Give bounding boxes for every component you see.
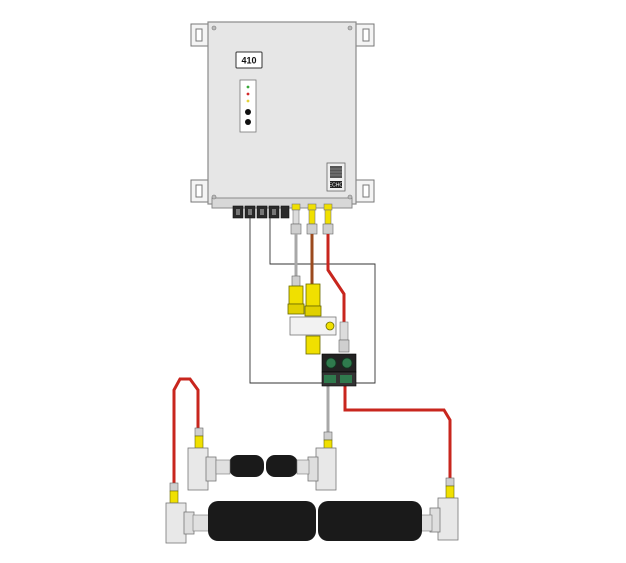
tube-red-lower [343,386,452,478]
button-icon[interactable] [245,119,251,125]
manifold-block [289,316,337,336]
tube-red-loop [172,377,200,483]
screw [211,25,217,31]
indicator-panel [239,79,257,133]
mounting-bracket-top-right [355,23,375,47]
box-fitting-left [290,203,302,235]
red-tube-fitting [338,321,350,353]
led-red-icon [246,92,250,96]
valve-indicator-icon [325,357,337,369]
box-fitting-right [322,203,334,235]
screw [347,194,353,200]
control-box: 410 ECHO [190,21,375,235]
signal-wires [249,218,376,384]
badge-label: ECHO [329,183,344,189]
large-sample-tube [165,477,459,544]
screw [347,25,353,31]
solenoid-valves [321,353,357,387]
led-yellow-icon [246,99,250,103]
small-sample-tube [187,427,337,491]
screw [211,194,217,200]
model-label-plate [235,51,263,69]
mounting-bracket-bottom-left [190,179,210,203]
mounting-bracket-bottom-right [355,179,375,203]
button-icon[interactable] [245,109,251,115]
valve-indicator-icon [341,357,353,369]
model-label: 410 [241,56,256,66]
tube-red-upper [326,234,346,322]
box-fitting-middle [306,203,318,235]
led-green-icon [246,85,250,89]
mounting-bracket-top-left [190,23,210,47]
filter-assembly [287,275,337,355]
